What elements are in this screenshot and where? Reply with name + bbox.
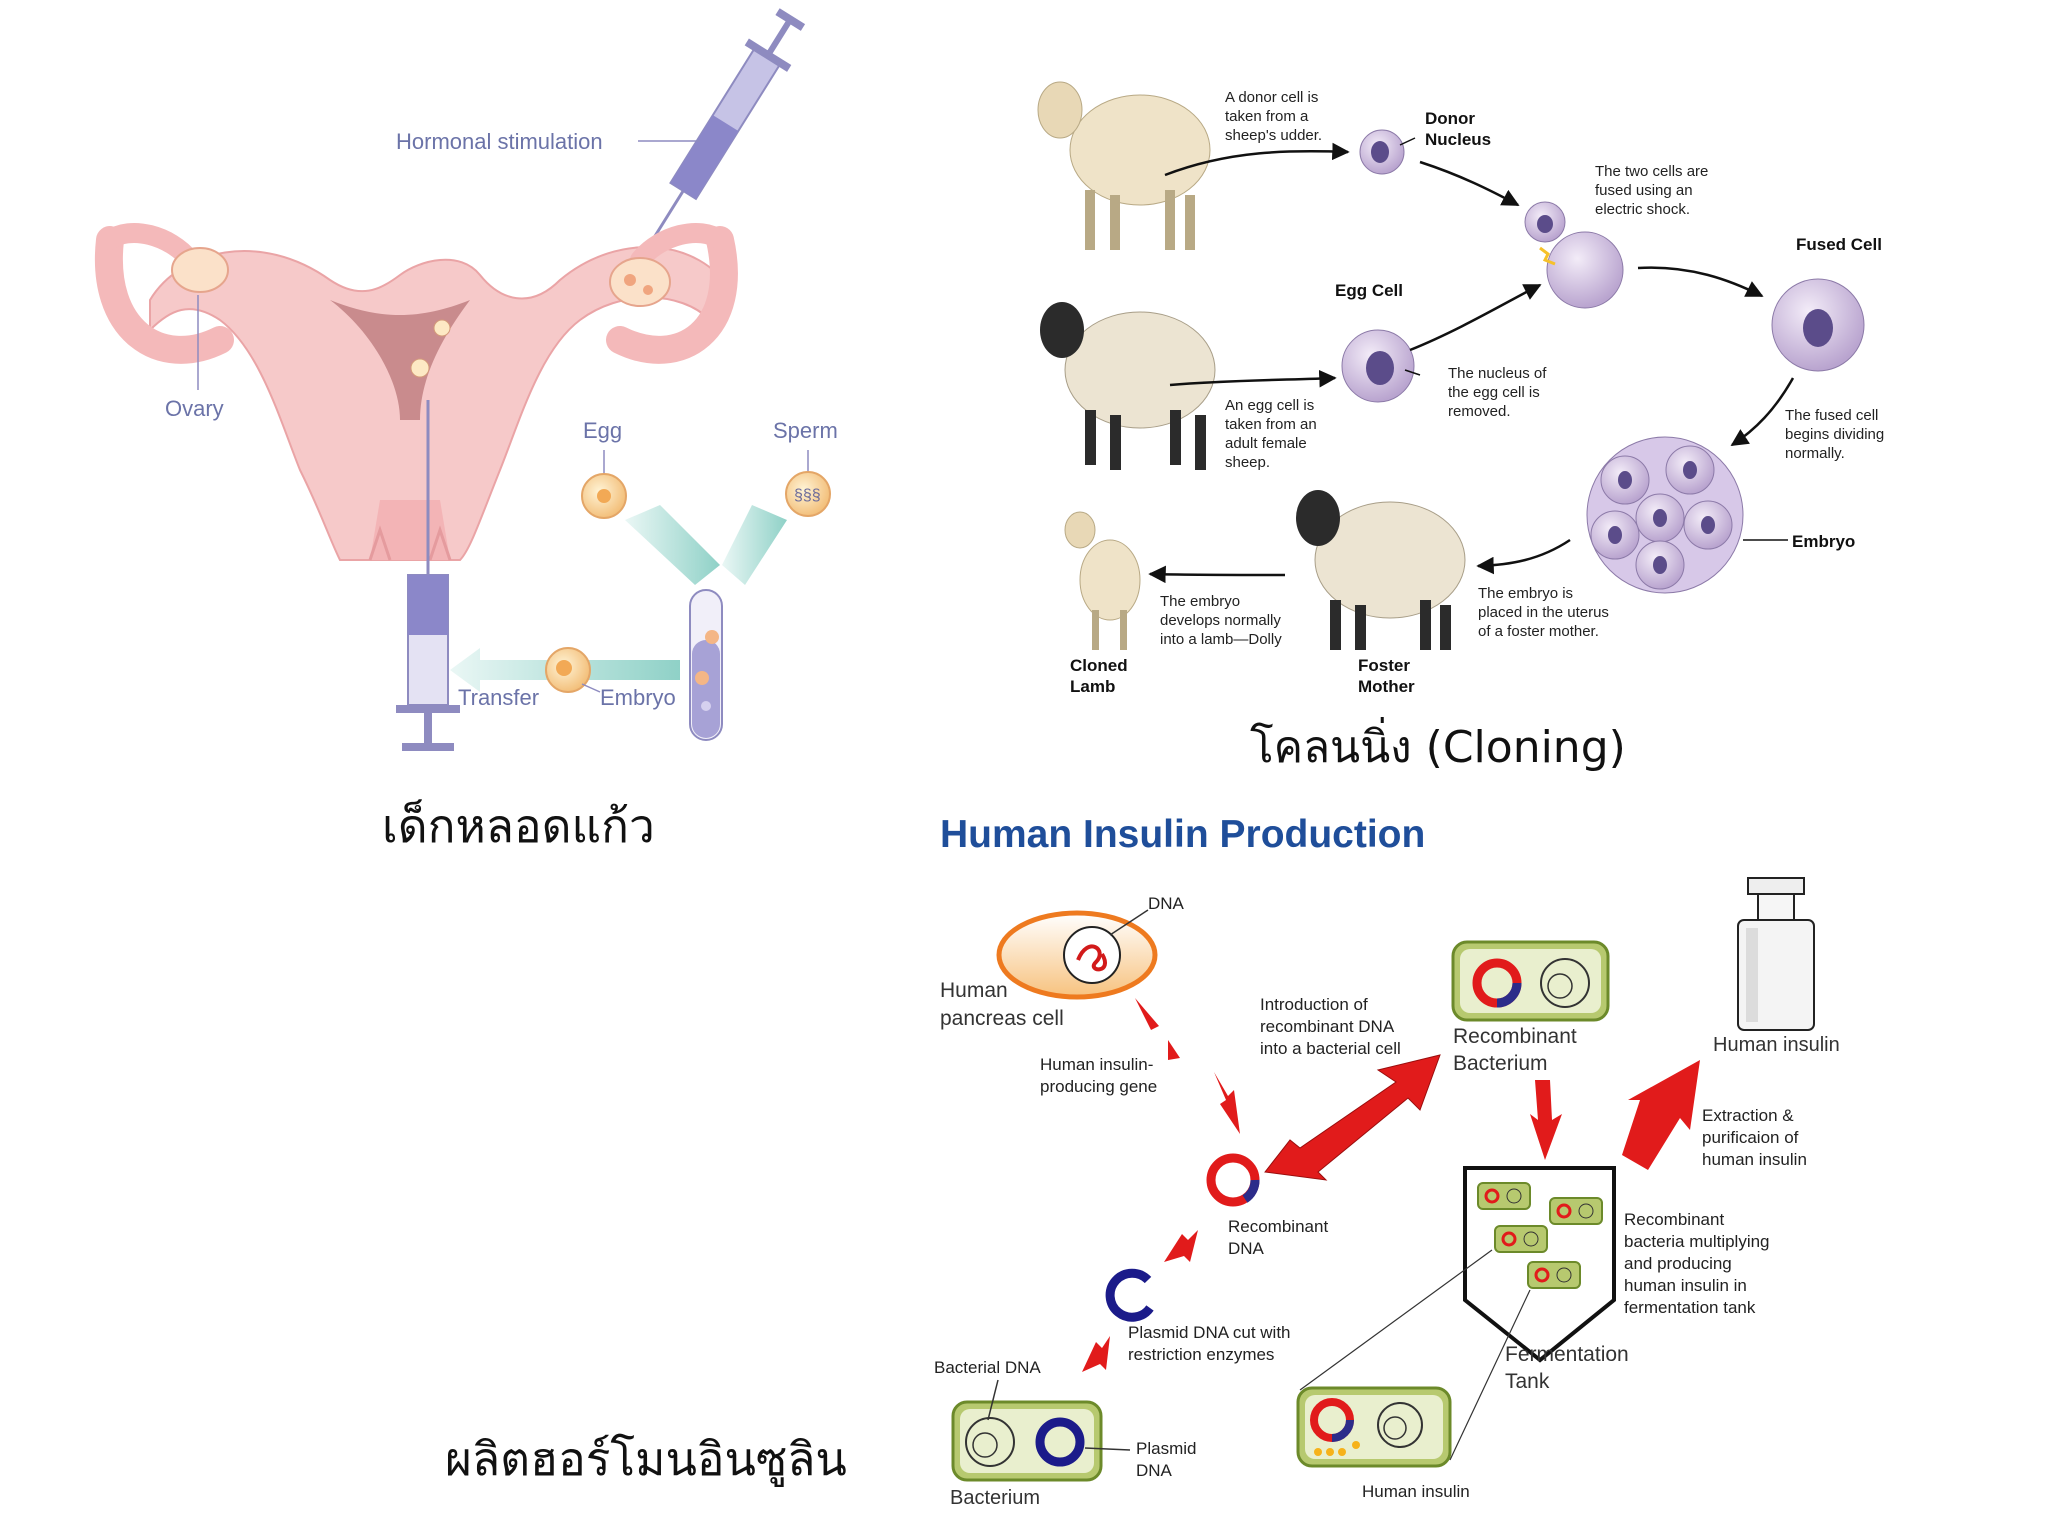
- bacterial-dna-label: Bacterial DNA: [934, 1358, 1041, 1377]
- fused-cell-label: Fused Cell: [1796, 235, 1882, 254]
- recombinant-bacterium-label-1: Recombinant: [1453, 1025, 1577, 1048]
- foster-mother-label-2: Mother: [1358, 677, 1415, 696]
- cloned-lamb: [1065, 512, 1140, 650]
- dividing-3: normally.: [1785, 445, 1845, 462]
- bacterium-label: Bacterium: [950, 1487, 1040, 1509]
- hormone-syringe: [625, 3, 814, 264]
- multiplying-label-5: fermentation tank: [1624, 1298, 1756, 1317]
- insulin-title: Human Insulin Production: [940, 813, 1425, 856]
- recombinant-dna-label-1: Recombinant: [1228, 1217, 1328, 1236]
- donor-text-3: sheep's udder.: [1225, 127, 1322, 144]
- introduction-arrow: [1265, 1055, 1440, 1180]
- extraction-label-1: Extraction &: [1702, 1106, 1794, 1125]
- egg-donor-sheep: [1040, 302, 1215, 470]
- fused-text-2: fused using an: [1595, 182, 1693, 199]
- ivf-embryo-label: Embryo: [600, 685, 676, 710]
- fermentation-tank: [1465, 1168, 1614, 1360]
- multiplying-label-3: and producing: [1624, 1254, 1732, 1273]
- recombinant-bacterium-label-2: Bacterium: [1453, 1052, 1548, 1075]
- pancreas-label-1: Human: [940, 979, 1008, 1002]
- to-tank-arrow: [1530, 1080, 1562, 1160]
- introduction-label-2: recombinant DNA: [1260, 1017, 1395, 1036]
- plasmid-cut-label-2: restriction enzymes: [1128, 1345, 1274, 1364]
- foster-mother-sheep: [1296, 490, 1465, 650]
- develops-3: into a lamb—Dolly: [1160, 631, 1282, 648]
- insulin-caption: ผลิตฮอร์โมนอินซูลิน: [445, 1432, 847, 1487]
- dna-label: DNA: [1148, 894, 1185, 913]
- sperm-label: Sperm: [773, 418, 838, 443]
- insulin-bottle: [1738, 878, 1814, 1030]
- egg-label: Egg: [583, 418, 622, 443]
- svg-text:§§§: §§§: [794, 487, 821, 504]
- multiplying-label-2: bacteria multiplying: [1624, 1232, 1770, 1251]
- fusing-cell: [1547, 232, 1623, 308]
- extraction-label-3: human insulin: [1702, 1150, 1807, 1169]
- develops-2: develops normally: [1160, 612, 1281, 629]
- ovary-label: Ovary: [165, 396, 224, 421]
- donor-sheep: [1038, 82, 1210, 250]
- recombinant-dna-label-2: DNA: [1228, 1239, 1265, 1258]
- donor-nucleus-label-2: Nucleus: [1425, 130, 1491, 149]
- multiplying-label-4: human insulin in: [1624, 1276, 1747, 1295]
- cloning-caption: โคลนนิ่ง (Cloning): [1250, 716, 1626, 773]
- cloning-panel: A donor cell is taken from a sheep's udd…: [1038, 82, 1884, 773]
- fermentation-tank-label-2: Tank: [1505, 1370, 1550, 1393]
- human-insulin-bottom-label: Human insulin: [1362, 1482, 1470, 1501]
- recombinant-bacterium: [1453, 942, 1608, 1020]
- test-tube: [690, 590, 722, 740]
- multiplying-label-1: Recombinant: [1624, 1210, 1724, 1229]
- plasmid-dna-label-1: Plasmid: [1136, 1439, 1196, 1458]
- ivf-panel: Hormonal stimulation Ovary: [109, 3, 838, 853]
- egg-cell-label: Egg Cell: [1335, 281, 1403, 300]
- insulin-producing-bacterium: [1298, 1388, 1450, 1466]
- extraction-arrow: [1622, 1060, 1700, 1170]
- human-insulin-top-label: Human insulin: [1713, 1034, 1840, 1056]
- fermentation-tank-label-1: Fermentation: [1505, 1343, 1629, 1366]
- placed-3: of a foster mother.: [1478, 623, 1599, 640]
- donor-text-1: A donor cell is: [1225, 89, 1318, 106]
- introduction-label-3: into a bacterial cell: [1260, 1039, 1401, 1058]
- introduction-label-1: Introduction of: [1260, 995, 1368, 1014]
- insulin-panel: Human Insulin Production DNA Human pancr…: [445, 813, 1840, 1509]
- nucleus-removed-1: The nucleus of: [1448, 365, 1547, 382]
- nucleus-removed-2: the egg cell is: [1448, 384, 1540, 401]
- egg-taken-4: sheep.: [1225, 454, 1270, 471]
- egg-taken-1: An egg cell is: [1225, 397, 1314, 414]
- cloned-lamb-label-2: Lamb: [1070, 677, 1115, 696]
- nucleus-removed-3: removed.: [1448, 403, 1511, 420]
- egg-taken-3: adult female: [1225, 435, 1307, 452]
- extraction-label-2: purificaion of: [1702, 1128, 1799, 1147]
- recombinant-dna-ring: [1211, 1158, 1255, 1202]
- placed-2: placed in the uterus: [1478, 604, 1609, 621]
- plasmid-cut-ring: [1110, 1273, 1150, 1317]
- transfer-label: Transfer: [458, 685, 539, 710]
- fused-text-3: electric shock.: [1595, 201, 1690, 218]
- egg-taken-2: taken from an: [1225, 416, 1317, 433]
- ivf-caption: เด็กหลอดแก้ว: [382, 799, 655, 853]
- placed-1: The embryo is: [1478, 585, 1573, 602]
- dividing-1: The fused cell: [1785, 407, 1878, 424]
- pancreas-label-2: pancreas cell: [940, 1007, 1064, 1030]
- embryo-label: Embryo: [1792, 532, 1855, 551]
- gene-label-2: producing gene: [1040, 1077, 1157, 1096]
- bacterium: [953, 1402, 1101, 1480]
- hormonal-stimulation-label: Hormonal stimulation: [396, 129, 603, 154]
- develops-1: The embryo: [1160, 593, 1240, 610]
- donor-text-2: taken from a: [1225, 108, 1309, 125]
- foster-mother-label-1: Foster: [1358, 656, 1410, 675]
- gene-label-1: Human insulin-: [1040, 1055, 1153, 1074]
- plasmid-dna-label-2: DNA: [1136, 1461, 1173, 1480]
- fused-text-1: The two cells are: [1595, 163, 1708, 180]
- embryo-cluster: [1587, 437, 1743, 593]
- cloned-lamb-label-1: Cloned: [1070, 656, 1128, 675]
- plasmid-cut-label-1: Plasmid DNA cut with: [1128, 1323, 1291, 1342]
- donor-nucleus-label-1: Donor: [1425, 109, 1475, 128]
- dividing-2: begins dividing: [1785, 426, 1884, 443]
